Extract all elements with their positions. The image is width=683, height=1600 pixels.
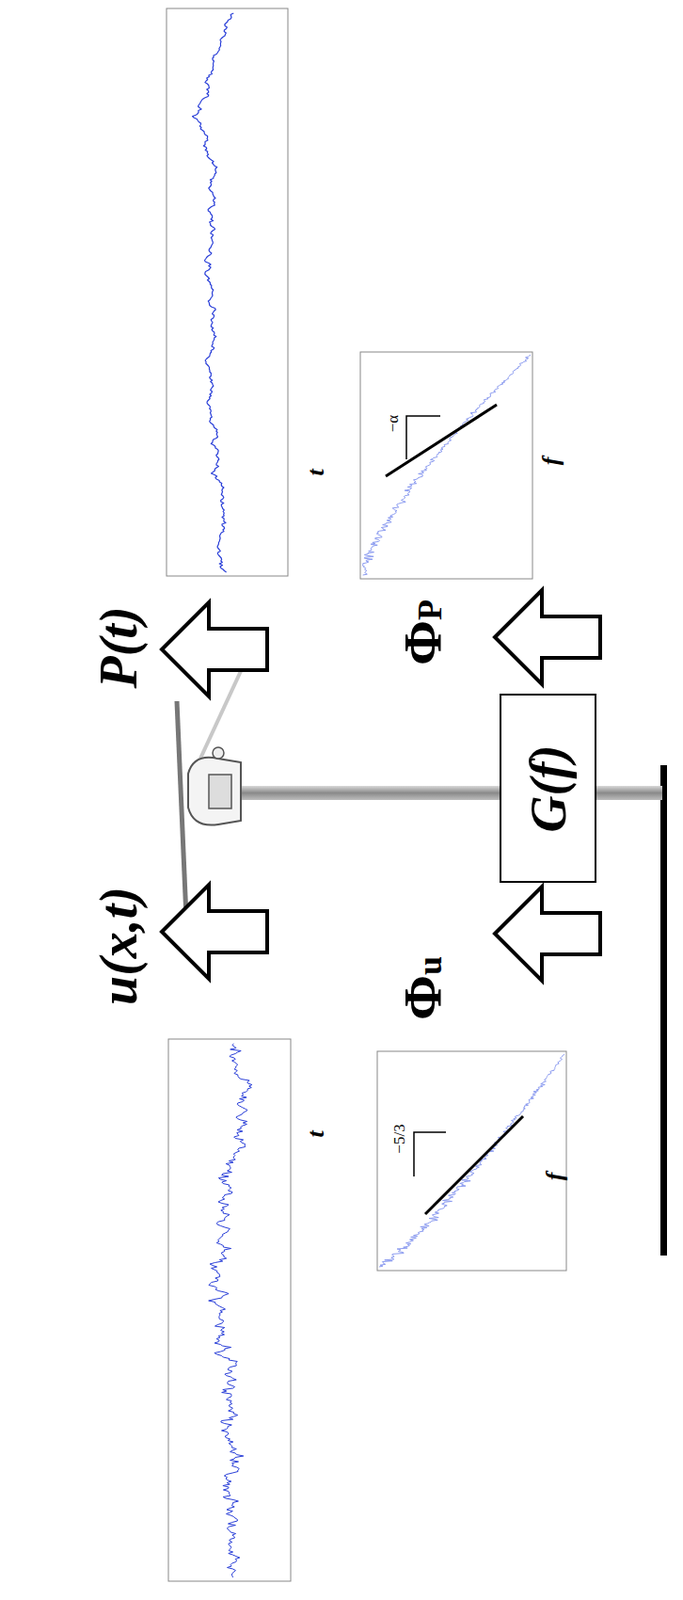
spectrum-label: ΦP xyxy=(396,599,451,666)
input-label: u(x,t) xyxy=(92,886,145,1005)
block-arrow xyxy=(494,589,601,684)
velocity-series-frame xyxy=(168,1038,291,1581)
ground-line xyxy=(660,764,668,1255)
velocity-spectrum xyxy=(379,1053,565,1267)
transfer-function-text: G(f) xyxy=(523,744,574,832)
axis-label: t xyxy=(303,1129,329,1137)
output-label: P(t) xyxy=(92,605,145,688)
block-arrow xyxy=(161,602,268,697)
hub xyxy=(208,774,232,809)
axis-label: t xyxy=(303,468,329,476)
nacelle xyxy=(188,757,241,826)
power-series-frame xyxy=(166,8,288,576)
spectrum-label: Φu xyxy=(396,955,451,1020)
transfer-function-box: G(f) xyxy=(499,693,597,883)
power-signal xyxy=(192,13,235,572)
hub-bolt xyxy=(212,746,224,759)
power-spectrum-frame xyxy=(360,351,533,579)
slope-label: −α xyxy=(384,414,401,433)
block-arrow xyxy=(161,884,268,979)
axis-label: f xyxy=(542,1172,568,1181)
turbine-blade xyxy=(176,700,188,939)
slope-label: −5/3 xyxy=(391,1123,408,1153)
slope-bracket xyxy=(413,1131,446,1176)
velocity-signal xyxy=(208,1043,253,1577)
slope-line xyxy=(425,1115,524,1214)
power-spectrum xyxy=(362,354,531,575)
block-arrows xyxy=(161,589,601,981)
slope-line xyxy=(385,404,497,477)
slope-bracket xyxy=(406,415,441,460)
axis-label: f xyxy=(539,457,564,466)
velocity-spectrum-frame xyxy=(377,1050,567,1271)
block-arrow xyxy=(494,886,601,981)
